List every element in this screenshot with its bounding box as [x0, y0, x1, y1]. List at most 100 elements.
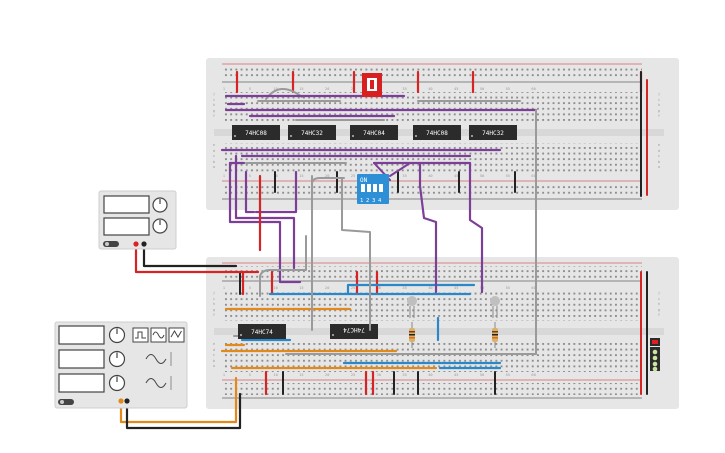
- wire[interactable]: [234, 154, 296, 270]
- ic-chip[interactable]: 74HC08: [232, 125, 280, 140]
- adjust-knob-icon[interactable]: [152, 218, 168, 234]
- column-label: 20: [325, 87, 329, 91]
- dip-on-label: ON: [360, 177, 368, 184]
- led-2[interactable]: [490, 296, 500, 318]
- amplitude-knob-icon[interactable]: [108, 350, 126, 368]
- column-label: 25: [351, 373, 355, 377]
- column-label: 55: [506, 87, 510, 91]
- led-bar-graph[interactable]: [650, 338, 660, 372]
- wire[interactable]: [228, 161, 302, 284]
- white-led-icon[interactable]: [490, 296, 500, 306]
- column-label: 15: [299, 373, 303, 377]
- ic-chip-label: 74HC32: [301, 130, 323, 137]
- wire[interactable]: [346, 283, 476, 296]
- column-label: 35: [402, 87, 406, 91]
- wire[interactable]: [142, 241, 238, 268]
- ic-chip-body: [330, 324, 378, 339]
- row-label: j: [213, 92, 215, 96]
- wire[interactable]: [468, 161, 484, 294]
- column-label: 1: [223, 87, 225, 91]
- ground-terminal-icon[interactable]: [124, 398, 130, 404]
- wire[interactable]: [119, 376, 238, 424]
- column-label: 60: [531, 286, 535, 290]
- row-label: i: [658, 297, 660, 301]
- ic-chip[interactable]: 74HC32: [288, 125, 336, 140]
- dip-number-1: 1: [360, 198, 363, 204]
- frequency-knob-icon[interactable]: [108, 326, 126, 344]
- white-led-icon[interactable]: [407, 296, 417, 306]
- dip-toggle-2[interactable]: [367, 184, 371, 192]
- output-terminal-icon[interactable]: [118, 398, 124, 404]
- row-label: c: [213, 353, 215, 357]
- ic-chip[interactable]: 74HC04: [350, 125, 398, 140]
- row-label: b: [213, 359, 215, 363]
- column-label: 1: [223, 286, 225, 290]
- ic-chip[interactable]: 74HC32: [469, 125, 517, 140]
- row-label: f: [213, 114, 215, 118]
- dip-toggle-4[interactable]: [379, 184, 383, 192]
- column-label: 15: [299, 174, 303, 178]
- resistor-2[interactable]: [492, 322, 498, 348]
- offset-display: [58, 373, 105, 393]
- row-label: g: [658, 109, 660, 113]
- power-supply[interactable]: [98, 190, 177, 250]
- column-label: 5: [249, 87, 251, 91]
- adjust-knob-icon[interactable]: [152, 197, 168, 213]
- function-generator[interactable]: [54, 321, 188, 409]
- amplitude-wave-icon: [145, 354, 167, 364]
- column-label: 40: [428, 87, 432, 91]
- offset-wave-icon: [145, 378, 167, 388]
- wire[interactable]: [389, 162, 411, 177]
- top-wires[interactable]: [220, 70, 648, 197]
- wire[interactable]: [134, 241, 260, 274]
- top-chips: 74HC08 74HC32 74HC04 74HC08 74HC32: [232, 125, 517, 140]
- row-label: c: [658, 154, 660, 158]
- dip-switch[interactable]: ON 1 2 3 4: [357, 174, 389, 204]
- wire[interactable]: [311, 177, 345, 185]
- square-wave-icon[interactable]: [132, 327, 149, 343]
- ic-chip-body: [350, 125, 398, 140]
- column-label: 30: [377, 286, 381, 290]
- ic-chip[interactable]: 74HC74: [238, 324, 286, 339]
- top-rail-lower-holes: [222, 184, 642, 196]
- resistor-1[interactable]: [409, 322, 415, 348]
- dip-number-3: 3: [372, 198, 375, 204]
- column-label: 20: [325, 373, 329, 377]
- positive-terminal-icon[interactable]: [133, 241, 139, 247]
- inter-board-wires[interactable]: [119, 109, 537, 430]
- dip-toggle-1[interactable]: [361, 184, 365, 192]
- ic-chip-label: 74HC32: [482, 130, 504, 137]
- ic-chip[interactable]: 74HC08: [413, 125, 461, 140]
- ic-chip-body: [288, 125, 336, 140]
- column-label: 55: [506, 174, 510, 178]
- negative-terminal-icon[interactable]: [141, 241, 147, 247]
- wire[interactable]: [418, 161, 438, 294]
- led-1[interactable]: [407, 296, 417, 318]
- wire[interactable]: [341, 177, 371, 331]
- dip-number-4: 4: [378, 198, 382, 204]
- column-label: 50: [480, 174, 484, 178]
- row-label: b: [658, 160, 660, 164]
- ic-chip-body: [232, 125, 280, 140]
- pushbutton[interactable]: [362, 73, 382, 97]
- top-main-lower-holes: [222, 143, 642, 173]
- bottom-wires[interactable]: [220, 270, 648, 396]
- row-label: i: [213, 98, 215, 102]
- dip-toggle-3[interactable]: [373, 184, 377, 192]
- frequency-display: [58, 325, 105, 345]
- row-label: f: [658, 313, 660, 317]
- ic-chip[interactable]: 74HC74: [330, 324, 378, 339]
- column-label: 50: [480, 87, 484, 91]
- wire[interactable]: [254, 170, 298, 214]
- column-label: 40: [428, 286, 432, 290]
- offset-knob-icon[interactable]: [108, 374, 126, 392]
- amplitude-display: [58, 349, 105, 369]
- wire[interactable]: [244, 170, 256, 214]
- wire[interactable]: [125, 392, 242, 430]
- column-label: 35: [402, 174, 406, 178]
- wire[interactable]: [259, 235, 307, 297]
- column-label: 55: [506, 286, 510, 290]
- column-label: 60: [531, 87, 535, 91]
- row-label: i: [658, 98, 660, 102]
